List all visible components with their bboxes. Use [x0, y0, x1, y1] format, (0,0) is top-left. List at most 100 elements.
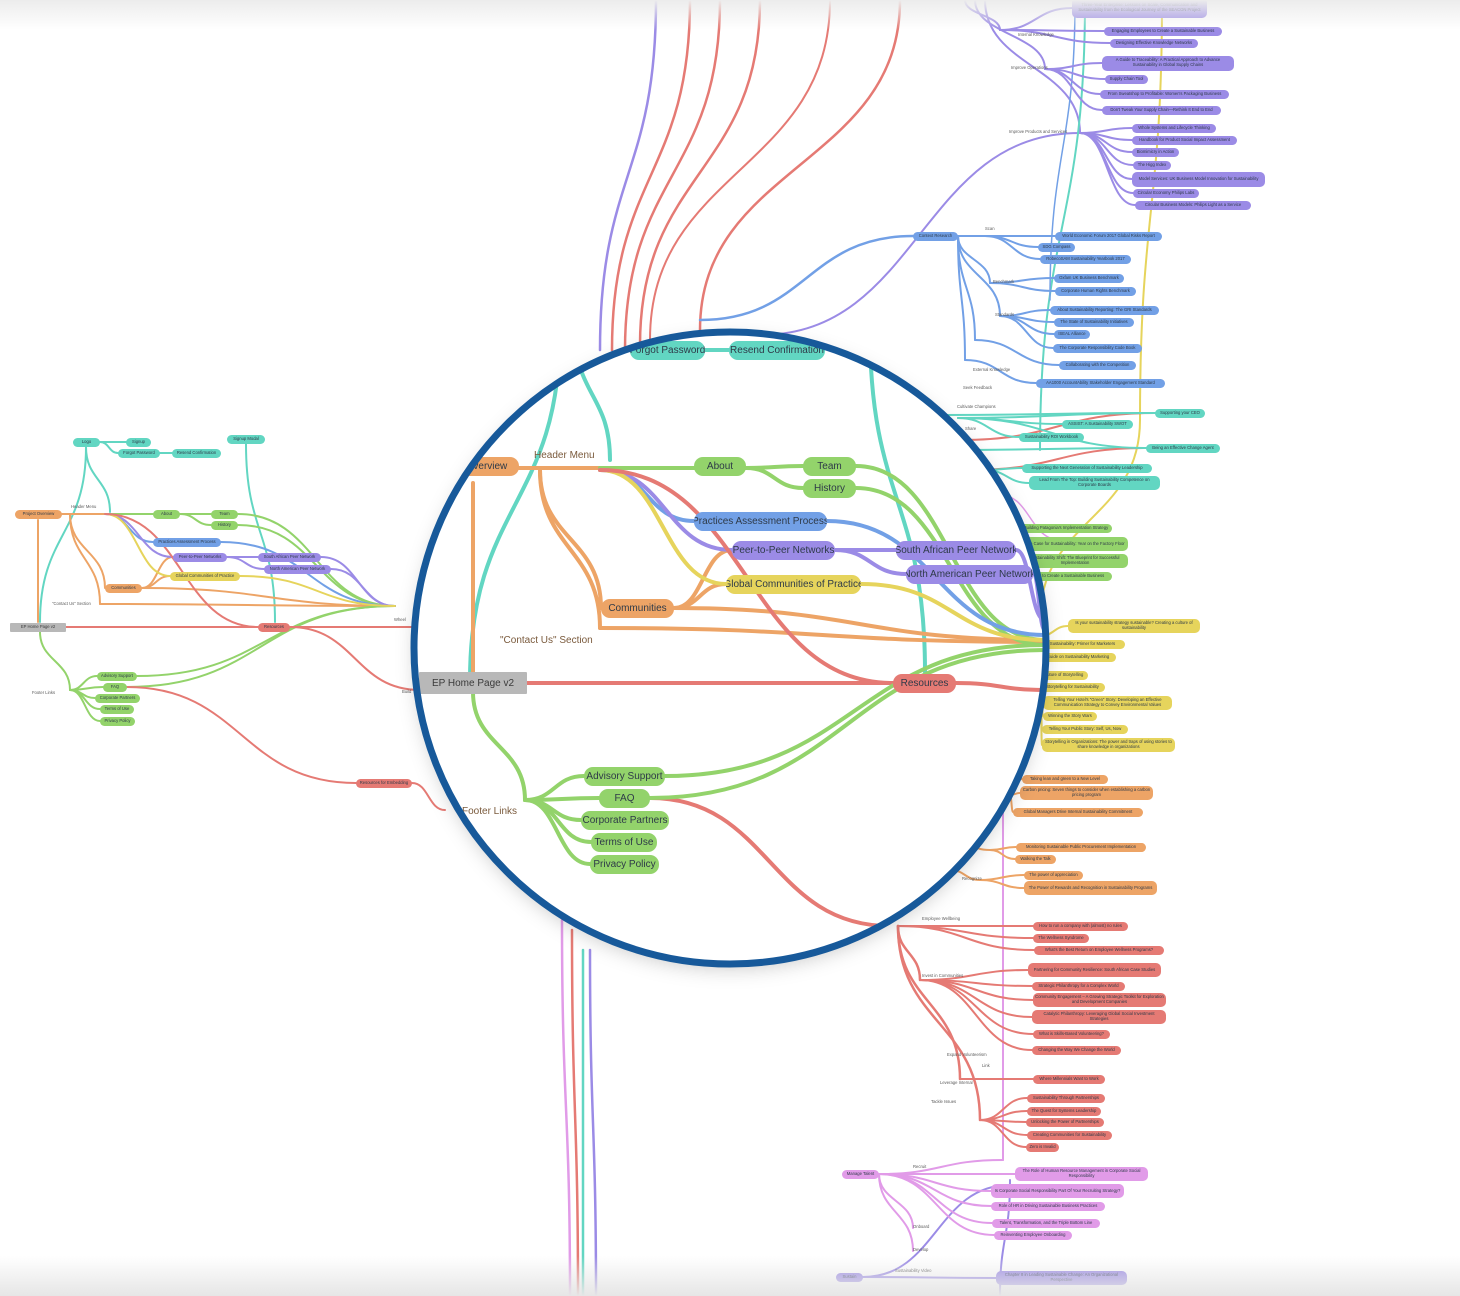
- node-team[interactable]: Team: [211, 509, 238, 519]
- node-advisory-support[interactable]: Advisory Support: [97, 671, 137, 681]
- node-sustain[interactable]: Sustain: [836, 1272, 863, 1282]
- node-about-sustainability-reporting-the-gri-s[interactable]: About Sustainability Reporting: The GRI …: [1050, 305, 1159, 315]
- node-catalytic-philanthropy-leveraging-global[interactable]: Catalytic Philanthropy: Leveraging Globa…: [1032, 1010, 1166, 1024]
- node-future-of-storytelling[interactable]: Future of Storytelling: [1040, 670, 1088, 680]
- node-signup[interactable]: Signup: [126, 437, 151, 447]
- node-faq[interactable]: FAQ: [599, 788, 650, 808]
- node-what-s-the-best-return-on-employee-welln[interactable]: What's the Best Return on Employee Welln…: [1034, 945, 1164, 955]
- node-don-t-tweak-your-supply-chain-rethink-it[interactable]: Don't Tweak Your Supply Chain—Rethink It…: [1102, 105, 1221, 115]
- node-communities[interactable]: Communities: [105, 583, 142, 593]
- node-taking-lean-and-green-to-a-new-level[interactable]: Taking lean and green to a New Level: [1022, 774, 1108, 784]
- node-sustainability-through-partnerships[interactable]: Sustainability Through Partnerships: [1027, 1093, 1105, 1103]
- node-storytelling-for-sustainability[interactable]: Storytelling for Sustainability: [1040, 682, 1105, 692]
- node-the-power-of-rewards-and-recognition-in-[interactable]: The Power of Rewards and Recognition in …: [1024, 881, 1157, 895]
- node-resources[interactable]: Resources: [258, 622, 290, 632]
- node-world-economic-forum-2017-global-risks-r[interactable]: World Economic Forum 2017 Global Risks R…: [1055, 231, 1162, 241]
- node-what-is-skills-based-volunteering[interactable]: What is Skills-Based Volunteering?: [1033, 1029, 1110, 1039]
- node-corporate-human-rights-benchmark[interactable]: Corporate Human Rights Benchmark: [1055, 286, 1136, 296]
- node-talent-transformation-and-the-triple-bot[interactable]: Talent, Transformation, and the Triple B…: [992, 1218, 1100, 1228]
- node-sdg-compass[interactable]: SDG Compass: [1038, 242, 1075, 252]
- node-the-state-of-sustainability-initiatives[interactable]: The State of Sustainability Initiatives: [1054, 317, 1134, 327]
- node-history[interactable]: History: [211, 520, 238, 530]
- node-winning-the-story-wars[interactable]: Winning the Story Wars: [1043, 711, 1097, 721]
- node-logo[interactable]: Logo: [73, 437, 100, 447]
- node-global-communities-of-practice[interactable]: Global Communities of Practice: [726, 574, 861, 594]
- node-changing-the-way-we-change-the-world[interactable]: Changing the Way We Change the World: [1032, 1045, 1121, 1055]
- node-role-of-hr-in-driving-sustainable-busine[interactable]: Role of HR in Driving Sustainable Busine…: [991, 1201, 1105, 1211]
- node-is-your-sustainability-strategy-sustaina[interactable]: Is your sustainability strategy sustaina…: [1068, 619, 1200, 633]
- node-communities[interactable]: Communities: [601, 598, 674, 618]
- node-monitoring-sustainable-public-procuremen[interactable]: Monitoring Sustainable Public Procuremen…: [1016, 842, 1146, 852]
- node-biomimicry-in-action[interactable]: Biomimicry in Action: [1132, 147, 1179, 157]
- node-assist-a-sustainability-swot[interactable]: ASSIST: A Sustainability SWOT: [1062, 419, 1133, 429]
- node-manage-talent[interactable]: Manage Talent: [842, 1169, 879, 1179]
- node-signup-modal[interactable]: Signup Modal: [227, 434, 265, 444]
- node-supply-chain-tool[interactable]: Supply Chain Tool: [1105, 74, 1148, 84]
- node-ep-home-page-v2[interactable]: EP Home Page v2: [10, 622, 66, 632]
- node-the-case-for-sustainability-year-on-the-[interactable]: The Case for Sustainability: Year on the…: [1022, 537, 1128, 551]
- node-sustainability-primer-for-marketers[interactable]: Sustainability: Primer for Marketers: [1040, 639, 1125, 649]
- node-oxfam-uk-business-benchmark[interactable]: Oxfam UK Business Benchmark: [1054, 273, 1124, 283]
- node-three-year-enterprise-lessons-on-scale-c[interactable]: Three-Year Enterprise: Lessons on Scale,…: [1072, 0, 1207, 18]
- node-forgot-password[interactable]: Forgot Password: [118, 448, 160, 458]
- node-project-overview[interactable]: Project Overview: [15, 509, 62, 519]
- node-privacy-policy[interactable]: Privacy Policy: [590, 854, 659, 874]
- node-faq[interactable]: FAQ: [103, 682, 127, 692]
- node-lead-from-the-top-building-sustainabilit[interactable]: Lead From The Top: Building Sustainabili…: [1029, 476, 1160, 490]
- node-peer-to-peer-networks[interactable]: Peer-to-Peer Networks: [173, 552, 227, 562]
- node-carbon-pricing-seven-things-to-consider-[interactable]: Carbon pricing: Seven things to consider…: [1020, 786, 1153, 800]
- node-telling-your-hotel-s-green-story-develop[interactable]: Telling Your Hotel's "Green" Story: Deve…: [1043, 696, 1172, 710]
- node-team[interactable]: Team: [803, 456, 856, 476]
- node-unlocking-the-power-of-partnerships[interactable]: Unlocking the Power of Partnerships: [1026, 1117, 1104, 1127]
- node-global-communities-of-practice[interactable]: Global Communities of Practice: [170, 571, 240, 581]
- node-the-corporate-responsibility-code-book[interactable]: The Corporate Responsibility Code Book: [1053, 343, 1142, 353]
- node-where-millennials-want-to-work[interactable]: Where Millennials Want to Work: [1033, 1074, 1105, 1084]
- node-how-to-run-a-company-with-almost-no-rule[interactable]: How to run a company with (almost) no ru…: [1033, 921, 1128, 931]
- node-whole-systems-and-lifecycle-thinking[interactable]: Whole Systems and Lifecycle Thinking: [1132, 123, 1216, 133]
- node-aa1000-accountability-stakeholder-engage[interactable]: AA1000 AccountAbility Stakeholder Engage…: [1036, 378, 1165, 388]
- node-circular-economy-philips-labs[interactable]: Circular Economy Philips Labs: [1133, 188, 1199, 198]
- node-walking-the-talk[interactable]: Walking the Talk: [1015, 854, 1056, 864]
- node-about[interactable]: About: [153, 509, 180, 519]
- node-zero-is-invalid[interactable]: Zero is Invalid: [1026, 1142, 1059, 1152]
- node-a-guide-to-traceability-a-practical-appr[interactable]: A Guide to Traceability: A Practical App…: [1102, 55, 1234, 71]
- node-how-to-create-a-sustainable-business[interactable]: How to Create a Sustainable Business: [1025, 571, 1112, 581]
- node-partnering-for-community-resilience-sout[interactable]: Partnering for Community Resilience: Sou…: [1028, 963, 1161, 977]
- node-south-african-peer-network[interactable]: South African Peer Network: [258, 552, 321, 562]
- node-telling-your-public-story-self-us-now[interactable]: Telling Your Public Story: Self, Us, Now: [1042, 724, 1128, 734]
- node-resend-confirmation[interactable]: Resend Confirmation: [172, 448, 221, 458]
- node-the-power-of-appreciation[interactable]: The power of appreciation: [1024, 870, 1083, 880]
- node-practices-assessment-process[interactable]: Practices Assessment Process: [153, 537, 221, 547]
- node-the-wellness-syndrome[interactable]: The Wellness Syndrome: [1033, 933, 1089, 943]
- node-ep-home-page-v2[interactable]: EP Home Page v2: [419, 672, 527, 694]
- node-history[interactable]: History: [803, 478, 856, 498]
- node-global-managers-drive-internal-sustainab[interactable]: Global Managers Drive Internal Sustainab…: [1013, 807, 1143, 817]
- node-designing-effective-knowledge-networks[interactable]: Designing Effective Knowledge Networks: [1110, 38, 1198, 48]
- node-context-research[interactable]: Context Research: [913, 231, 958, 241]
- node-model-services-uk-business-model-innovat[interactable]: Model Services: UK Business Model Innova…: [1132, 171, 1265, 187]
- node-iseal-alliance[interactable]: ISEAL Alliance: [1054, 329, 1090, 339]
- node-sustainability-roi-workbook[interactable]: Sustainability ROI Workbook: [1019, 432, 1084, 442]
- node-robecosam-sustainability-yearbook-2017[interactable]: RobecoSAM Sustainability Yearbook 2017: [1040, 254, 1131, 264]
- node-creating-communities-for-sustainability[interactable]: Creating Communities for Sustainability: [1027, 1130, 1112, 1140]
- node-north-american-peer-network[interactable]: North American Peer Network: [906, 564, 1033, 584]
- node-guide-on-sustainability-marketing[interactable]: Guide on Sustainability Marketing: [1040, 652, 1116, 662]
- node-advisory-support[interactable]: Advisory Support: [584, 766, 665, 786]
- node-terms-of-use[interactable]: Terms of Use: [591, 832, 657, 852]
- node-strategic-philanthropy-for-a-complex-wor[interactable]: Strategic Philanthropy for a Complex Wor…: [1032, 981, 1125, 991]
- node-corporate-partners[interactable]: Corporate Partners: [95, 693, 140, 703]
- node-engaging-employees-to-create-a-sustainab[interactable]: Engaging Employees to Create a Sustainab…: [1104, 26, 1222, 36]
- node-from-sweatshop-to-profitable-women-s-pac[interactable]: From Sweatshop to Profitable: Women's Pa…: [1100, 89, 1229, 99]
- node-being-an-effective-change-agent[interactable]: Being an Effective Change Agent: [1146, 443, 1220, 453]
- node-corporate-partners[interactable]: Corporate Partners: [581, 810, 669, 830]
- node-circular-business-models-philips-light-a[interactable]: Circular Business Models: Philips Light …: [1135, 200, 1251, 210]
- node-community-engagement-a-growing-strategic[interactable]: Community Engagement – A Growing Strateg…: [1033, 993, 1166, 1007]
- node-privacy-policy[interactable]: Privacy Policy: [100, 716, 135, 726]
- node-supporting-your-ceo[interactable]: Supporting your CEO: [1155, 408, 1205, 418]
- node-resources-for-embedding[interactable]: Resources for Embedding: [356, 778, 412, 788]
- node-the-quest-for-systems-leadership[interactable]: The Quest for Systems Leadership: [1027, 1106, 1101, 1116]
- node-about[interactable]: About: [694, 456, 746, 476]
- node-handbook-for-product-social-impact-asses[interactable]: Handbook for Product Social Impact Asses…: [1132, 135, 1237, 145]
- node-terms-of-use[interactable]: Terms of Use: [100, 704, 134, 714]
